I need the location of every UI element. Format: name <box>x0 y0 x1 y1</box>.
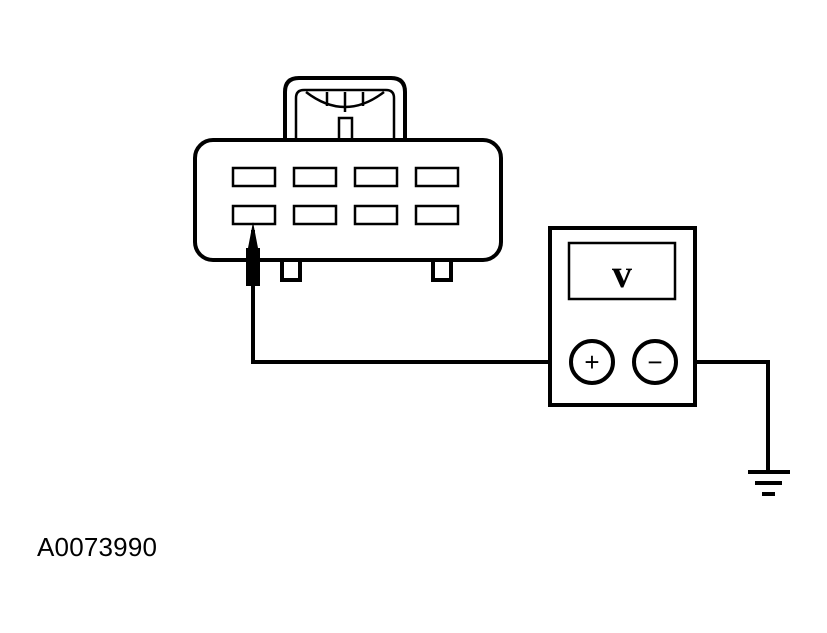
connector-foot-left <box>280 258 302 282</box>
negative-terminal-label: − <box>647 347 662 377</box>
connector-latch-inner <box>294 88 396 145</box>
connector-pin-cavity <box>292 204 338 226</box>
connector-pin-cavity <box>353 204 399 226</box>
connector-foot-right <box>431 258 453 282</box>
positive-lead-wire <box>251 286 570 364</box>
connector-pin-cavity <box>231 204 277 226</box>
connector-pin-cavity <box>414 204 460 226</box>
negative-terminal <box>632 339 678 385</box>
back-probe <box>246 222 260 286</box>
connector-body <box>193 138 503 262</box>
connector-pin-cavity <box>231 166 277 188</box>
positive-terminal <box>569 339 615 385</box>
connector <box>193 76 503 282</box>
figure-id: A0073990 <box>37 532 158 562</box>
positive-terminal-label: + <box>584 347 599 377</box>
connector-pins <box>231 166 460 226</box>
connector-pin-cavity <box>292 166 338 188</box>
voltmeter-display-symbol: v <box>612 251 632 296</box>
ground-icon <box>748 470 790 496</box>
connector-pin-cavity <box>353 166 399 188</box>
negative-lead-wire <box>677 360 770 470</box>
voltmeter-display <box>567 241 677 301</box>
connector-pin-cavity <box>414 166 460 188</box>
voltmeter: v + − <box>548 226 697 407</box>
